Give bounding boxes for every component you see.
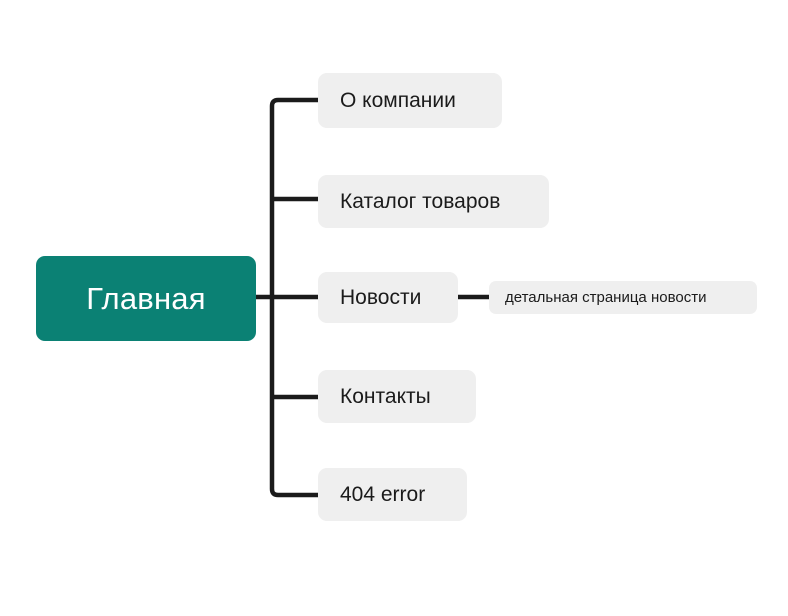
node-root-label: Главная [86,280,206,316]
node-contacts[interactable]: Контакты [318,370,476,423]
node-news-label: Новости [340,285,422,309]
node-contacts-label: Контакты [340,384,431,408]
node-about-label: О компании [340,88,456,112]
node-news-detail-page[interactable]: детальная страница новости [489,281,757,314]
node-404-error-label: 404 error [340,482,426,506]
node-404-error[interactable]: 404 error [318,468,467,521]
node-catalog-label: Каталог товаров [340,189,501,213]
node-about[interactable]: О компании [318,73,502,128]
node-news[interactable]: Новости [318,272,458,323]
node-news-detail-page-label: детальная страница новости [505,289,707,306]
node-catalog[interactable]: Каталог товаров [318,175,549,228]
node-root-home[interactable]: Главная [36,256,256,341]
